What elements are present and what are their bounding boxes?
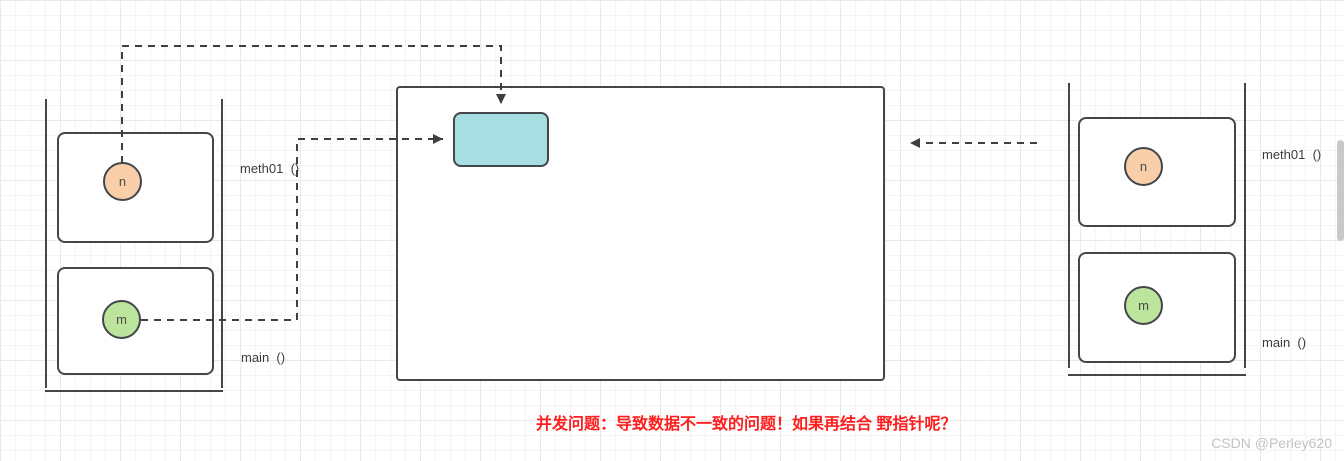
right-var-m-circle: m	[1124, 286, 1163, 325]
left-meth01-label: meth01 ()	[240, 161, 300, 176]
left-var-m-circle: m	[102, 300, 141, 339]
right-stack-frame	[1068, 83, 1246, 368]
left-main-label: main ()	[241, 350, 286, 365]
scrollbar-thumb[interactable]	[1337, 140, 1344, 241]
left-stack-frame-bottom	[45, 390, 223, 392]
right-main-label: main ()	[1262, 335, 1307, 350]
right-var-n-circle: n	[1124, 147, 1163, 186]
shared-data-box	[453, 112, 549, 167]
right-meth01-label: meth01 ()	[1262, 147, 1322, 162]
caption-text: 并发问题：导致数据不一致的问题！如果再结合 野指针呢？	[536, 416, 957, 433]
watermark: CSDN @Perley620	[1211, 435, 1332, 451]
right-stack-frame-bottom	[1068, 374, 1246, 376]
left-var-n-circle: n	[103, 162, 142, 201]
